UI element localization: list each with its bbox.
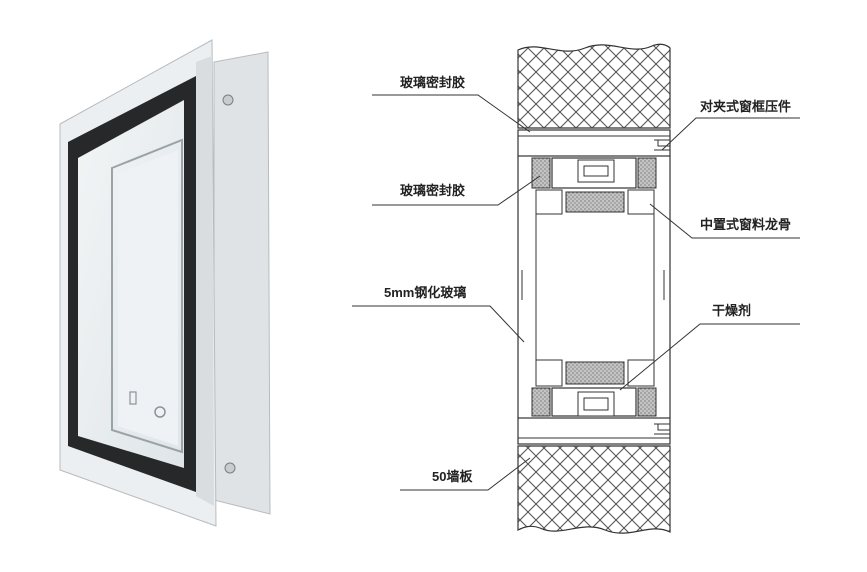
label-wall-panel: 50墙板: [432, 469, 473, 484]
leader-right-2: [649, 203, 800, 239]
label-clamp-frame: 对夹式窗框压件: [700, 99, 792, 114]
sealant-top-left: [531, 157, 551, 189]
glass-mark-icon: [129, 391, 137, 405]
inner-pane: [118, 150, 178, 446]
label-glass-sealant-mid: 玻璃密封胶: [400, 183, 466, 198]
clamp-strip-top: [517, 129, 671, 157]
glass-logo-icon: [154, 406, 166, 418]
clamp-strip-bottom: [517, 417, 671, 445]
clamp-teeth-bottom: [654, 423, 670, 435]
leader-right-3: [619, 323, 800, 391]
sealant-bottom-left: [531, 387, 551, 417]
leader-left-3: [352, 305, 525, 343]
leader-left-4: [400, 457, 531, 491]
leader-right-1: [661, 117, 800, 151]
sealant-top-right: [637, 157, 657, 189]
screw-bottom-icon: [224, 462, 236, 474]
label-glass-sealant-top: 玻璃密封胶: [400, 75, 466, 90]
leader-left-1: [372, 94, 531, 133]
wall-panel-bottom: [517, 445, 671, 534]
label-desiccant: 干燥剂: [712, 303, 752, 318]
label-center-keel: 中置式窗料龙骨: [700, 217, 792, 232]
desiccant-top: [565, 191, 625, 213]
inner-pane-frame: [111, 138, 183, 454]
keel-top-channel-inner: [583, 165, 609, 177]
window-frame-photo: [59, 39, 271, 527]
spacer-top-left: [535, 189, 563, 215]
screw-top-icon: [222, 94, 234, 106]
desiccant-bottom: [565, 361, 625, 385]
keel-bottom-channel-inner: [583, 397, 609, 411]
sealant-bottom-right: [637, 387, 657, 417]
spacer-top-right: [627, 189, 655, 215]
label-tempered-glass: 5mm钢化玻璃: [384, 285, 467, 300]
leader-left-2: [372, 175, 541, 206]
wall-panel-top: [517, 43, 671, 129]
spacer-bottom-left: [535, 359, 563, 387]
frame-bevel: [196, 56, 214, 506]
